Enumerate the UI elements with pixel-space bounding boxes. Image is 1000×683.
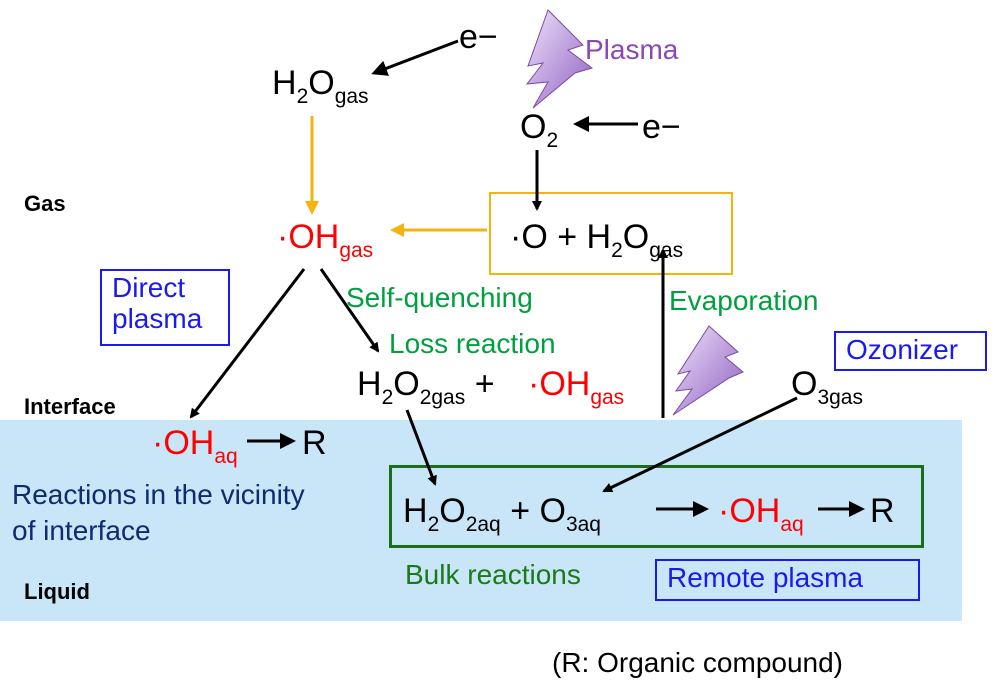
r-left: R	[302, 424, 327, 462]
vicinity-line2: of interface	[12, 515, 151, 546]
o3-gas: O3gas	[791, 365, 863, 409]
lightning-bolt-icon	[525, 9, 594, 109]
vicinity-line1: Reactions in the vicinity	[12, 479, 305, 510]
o2: O2	[520, 108, 559, 152]
footnote: (R: Organic compound)	[552, 647, 844, 678]
arrow-oh-gas-to-oh-aq	[189, 268, 306, 419]
direct-plasma-box: Direct plasma	[100, 269, 230, 346]
bulk-equation-left: H2O2aq + O3aq	[403, 492, 601, 536]
arrow-o3gas-to-o3aq	[602, 396, 798, 493]
arrow-h2o2gas-to-h2o2aq	[405, 409, 437, 486]
direct-plasma-line2: plasma	[112, 302, 203, 334]
region-label-gas: Gas	[24, 191, 66, 216]
oh-aq-left: ·OHaq	[152, 424, 238, 468]
oh-aq-bulk: ·OHaq	[718, 492, 804, 536]
oh-gas: ·OHgas	[277, 218, 374, 262]
h2o2-gas: H2O2gas +	[357, 365, 495, 409]
arrow-electron-to-h2o	[371, 39, 459, 76]
ozonizer-box: Ozonizer	[834, 331, 987, 371]
region-label-liquid: Liquid	[24, 579, 90, 604]
self-quenching-label: Self-quenching	[346, 282, 533, 313]
direct-plasma-line1: Direct	[112, 272, 186, 303]
electron-o2: e−	[642, 108, 681, 146]
loss-reaction-label: Loss reaction	[389, 328, 556, 359]
liquid-region	[0, 420, 962, 621]
electron-top: e−	[459, 18, 498, 56]
evaporation-label: Evaporation	[669, 285, 819, 316]
r-bulk: R	[870, 492, 895, 530]
o-plus-h2o-gas: ·O + H2Ogas	[510, 218, 684, 262]
remote-plasma-box: Remote plasma	[655, 559, 920, 601]
arrow-oh-to-h2o2	[319, 268, 380, 353]
bulk-reactions-label: Bulk reactions	[405, 559, 581, 590]
lightning-bolt-icon	[672, 325, 744, 416]
h2o-gas-top: H2Ogas	[272, 64, 369, 108]
oh-gas-2: ·OHgas	[528, 365, 625, 409]
gas-reaction-box	[489, 192, 733, 275]
region-label-interface: Interface	[24, 394, 116, 419]
plasma-label: Plasma	[585, 34, 679, 65]
